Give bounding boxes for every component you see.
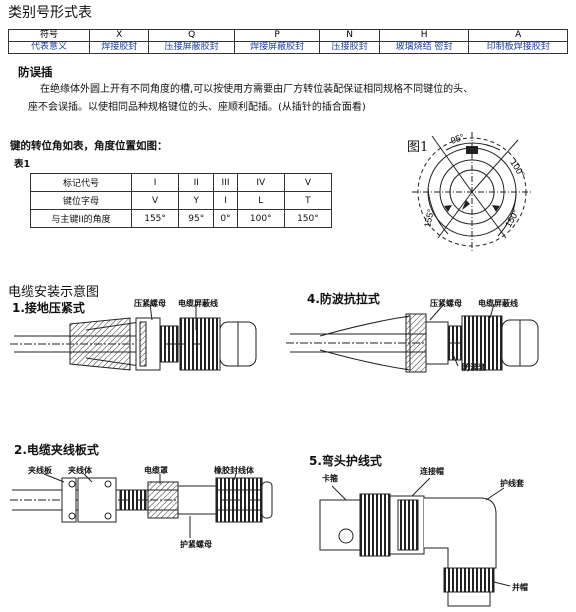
d2-label-rubber: 橡胶封线体	[214, 466, 254, 475]
category-table: 符号 X Q P N H A 代表意义 焊接胶封 压接屏蔽胶封 焊接屏蔽胶封 压…	[8, 29, 568, 54]
table1-label: 表1	[14, 159, 31, 170]
table-cell: 与主键II的角度	[30, 209, 132, 228]
table-cell: P	[233, 29, 321, 42]
table-cell: 玻璃烧结 密封	[378, 41, 470, 54]
d5-label-cap: 连接帽	[420, 467, 444, 476]
table-cell: 符号	[8, 29, 90, 42]
d1-label-shield: 电缆屏蔽线	[178, 299, 218, 308]
figure1-label: 图1	[407, 140, 429, 155]
table-cell: III	[213, 173, 238, 192]
table-row: 与主键II的角度 155° 95° 0° 100° 150°	[30, 209, 333, 228]
table-cell: 代表意义	[8, 41, 90, 54]
table-cell: L	[236, 191, 285, 210]
angle-label-150: 150°	[503, 208, 521, 229]
table-cell: 0°	[213, 209, 238, 228]
table-cell: IV	[236, 173, 285, 192]
table-cell: X	[88, 29, 150, 42]
d4-label-sleeve: 防波套	[462, 363, 486, 372]
key-angle-table: 标记代号 I II III IV V 键位字母 V Y I L T 与主键II的…	[30, 173, 333, 228]
table-row: 代表意义 焊接胶封 压接屏蔽胶封 焊接屏蔽胶封 压接胶封 玻璃烧结 密封 印制板…	[8, 41, 568, 54]
table-cell: II	[178, 173, 215, 192]
page-title: 类别号形式表	[8, 5, 92, 21]
d2-label-cover: 电缆罩	[144, 466, 168, 475]
table-cell: 焊接胶封	[88, 41, 150, 54]
angle-label-95: 95°	[449, 132, 466, 146]
d2-label-clamp-body: 夹线体	[68, 466, 92, 475]
table-cell: V	[130, 191, 180, 210]
anti-misplug-heading: 防误插	[18, 65, 53, 79]
table-cell: Y	[178, 191, 215, 210]
table-cell: T	[283, 191, 333, 210]
table-cell: 150°	[283, 209, 333, 228]
d2-label-nut: 护紧螺母	[180, 540, 212, 549]
table-cell: N	[319, 29, 380, 42]
diagram2-drawing	[10, 473, 273, 538]
d5-label-sleeve: 护线套	[500, 479, 524, 488]
anti-misplug-line2: 座不会误插。以使相同品种规格键位的头、座顺利配插。(从插针的插合面看)	[28, 102, 366, 113]
table-cell: 键位字母	[30, 191, 132, 210]
table-cell: 压接屏蔽胶封	[148, 41, 235, 54]
d5-label-locknut: 并帽	[512, 583, 528, 592]
d2-label-clamp-plate: 夹线板	[28, 466, 52, 475]
table-cell: V	[283, 173, 333, 192]
table-cell: 标记代号	[30, 173, 132, 192]
table-row: 键位字母 V Y I L T	[30, 191, 333, 210]
angle-label-100: 100°	[508, 158, 527, 179]
table-cell: 印制板焊接胶封	[468, 41, 568, 54]
table-cell: I	[130, 173, 180, 192]
table-cell: I	[213, 191, 238, 210]
table-cell: 95°	[178, 209, 215, 228]
table-row: 标记代号 I II III IV V	[30, 173, 333, 192]
table-cell: A	[468, 29, 568, 42]
install-title: 电缆安装示意图	[8, 285, 100, 300]
angle-label-155: 155°	[422, 208, 436, 229]
diagram1-title: 1.接地压紧式	[12, 301, 85, 315]
anti-misplug-line1: 在绝缘体外圆上开有不同角度的槽,可以按使用方需要由厂方转位装配保证相同规格不同键…	[40, 84, 474, 95]
table-cell: 压接胶封	[319, 41, 380, 54]
d4-label-nut: 压紧螺母	[430, 299, 462, 308]
d4-label-shield: 电缆屏蔽线	[478, 299, 518, 308]
d5-label-clamp: 卡箍	[322, 474, 338, 483]
diagram4-drawing	[286, 303, 539, 373]
d1-label-nut: 压紧螺母	[134, 299, 166, 308]
table-cell: H	[378, 29, 470, 42]
table-cell: 155°	[130, 209, 180, 228]
diagram4-title: 4.防波抗拉式	[307, 292, 380, 306]
diagram2-title: 2.电缆夹线板式	[14, 443, 99, 457]
table-cell: 100°	[236, 209, 285, 228]
table-cell: Q	[148, 29, 235, 42]
key-intro: 键的转位角如表，角度位置如图：	[10, 140, 168, 152]
table-row: 符号 X Q P N H A	[8, 29, 568, 42]
diagram5-title: 5.弯头护线式	[309, 454, 382, 468]
diagram5-drawing	[319, 477, 511, 607]
table-cell: 焊接屏蔽胶封	[233, 41, 321, 54]
